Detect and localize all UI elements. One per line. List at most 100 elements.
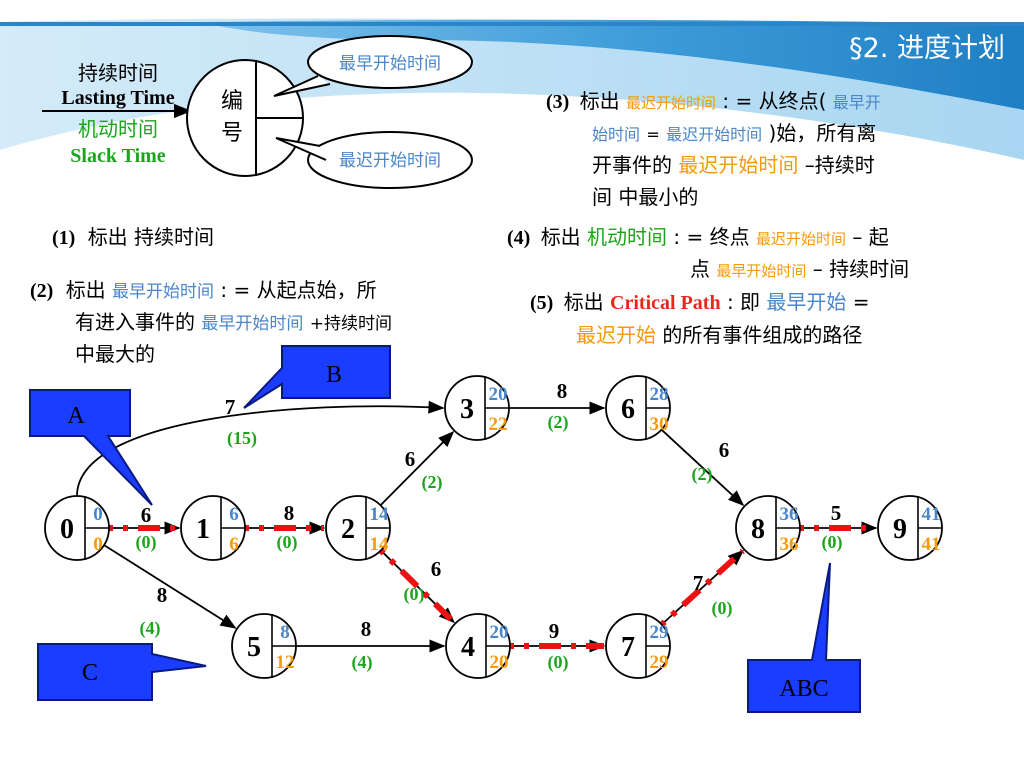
edge-duration-2-3: 6 <box>405 447 416 471</box>
edge-0-5 <box>103 544 237 629</box>
edge-duration-0-1: 6 <box>141 503 152 527</box>
latest-bubble <box>307 131 473 189</box>
edge-slack-1-2: (0) <box>277 532 298 553</box>
edge-duration-7-8: 7 <box>693 571 704 595</box>
node-latest-start: 41 <box>922 534 941 555</box>
node-latest-start: 22 <box>489 414 508 435</box>
edge-slack-0-5: (4) <box>140 618 161 639</box>
callout-c-label: C <box>82 660 98 686</box>
legend-node-label-2: 号 <box>221 121 243 146</box>
edge-duration-3-6: 8 <box>557 379 568 403</box>
legend-slack-cn: 机动时间 <box>78 117 158 141</box>
node-2: 2 14 14 <box>325 495 391 561</box>
svg-text:点 最早开始时间 – 持续时间: 点 最早开始时间 – 持续时间 <box>690 257 909 281</box>
latest-bubble-text: 最迟开始时间 <box>339 151 441 171</box>
earliest-bubble-text: 最早开始时间 <box>339 54 441 74</box>
node-earliest-start: 20 <box>489 384 508 405</box>
edge-duration-0-5: 8 <box>157 583 168 607</box>
node-id: 7 <box>621 632 635 663</box>
edge-slack-0-3: (15) <box>227 428 257 449</box>
node-id: 0 <box>60 514 74 545</box>
edge-0-3 <box>76 400 445 497</box>
svg-text:(2) 标出 最早开始时间: (2) 标出 最早开始时间 : = 从起点始，所 <box>30 278 377 302</box>
node-id: 2 <box>341 514 355 545</box>
node-earliest-start: 20 <box>490 622 509 643</box>
edge-duration-5-4: 8 <box>361 617 372 641</box>
node-latest-start: 6 <box>229 534 239 555</box>
node-earliest-start: 36 <box>780 504 799 525</box>
step-5-text: (5) 标出 Critical Path : 即 最早开始 = 最迟开始 的所有… <box>530 290 870 347</box>
step-4-text: (4) 标出 机动时间 : = 终点 最迟开始时间 – 起 点 最早开始时间 –… <box>507 225 909 281</box>
node-earliest-start: 6 <box>229 504 239 525</box>
node-earliest-start: 0 <box>93 504 103 525</box>
node-9: 9 41 41 <box>877 495 943 561</box>
node-latest-start: 29 <box>650 652 669 673</box>
callout-b: B <box>243 345 391 409</box>
edge-duration-4-7: 9 <box>549 619 560 643</box>
step-2-text: (2) 标出 最早开始时间 : = 从起点始，所 有进入事件的 最早开始时间 +… <box>30 278 392 366</box>
edge-slack-5-4: (4) <box>352 652 373 673</box>
legend-diagram: 持续时间 Lasting Time 机动时间 Slack Time 编 号 最早… <box>42 35 473 189</box>
edge-duration-6-8: 6 <box>719 438 730 462</box>
edge-slack-3-6: (2) <box>548 412 569 433</box>
critical-path-7-8 <box>646 548 745 639</box>
node-earliest-start: 29 <box>650 622 669 643</box>
earliest-bubble <box>307 35 473 89</box>
callout-a: A <box>29 389 153 506</box>
svg-text:中最大的: 中最大的 <box>75 342 155 366</box>
edge-slack-2-3: (2) <box>422 472 443 493</box>
node-id: 5 <box>247 632 261 663</box>
edge-slack-0-1: (0) <box>136 532 157 553</box>
node-3: 3 20 22 <box>444 375 510 441</box>
edge-slack-7-8: (0) <box>712 598 733 619</box>
edge-6-8 <box>660 429 745 507</box>
legend-slack-en: Slack Time <box>70 145 166 167</box>
edge-duration-8-9: 5 <box>831 501 842 525</box>
critical-path-2-4 <box>365 535 456 625</box>
edge-duration-1-2: 8 <box>284 501 295 525</box>
callout-a-label: A <box>67 403 85 429</box>
legend-lasting-cn: 持续时间 <box>78 61 158 85</box>
legend-lasting-en: Lasting Time <box>61 87 174 109</box>
node-id: 3 <box>460 394 474 425</box>
callout-c: C <box>37 643 207 701</box>
svg-text:开事件的 最迟开始时间 –持续时: 开事件的 最迟开始时间 –持续时 <box>592 153 875 177</box>
svg-text:最迟开始 的所有事件组成的路径: 最迟开始 的所有事件组成的路径 <box>576 323 862 347</box>
node-id: 1 <box>196 514 210 545</box>
node-id: 8 <box>751 514 765 545</box>
node-latest-start: 30 <box>650 414 669 435</box>
edge-slack-8-9: (0) <box>822 532 843 553</box>
svg-text:(3) 标出 最迟开始时间: (3) 标出 最迟开始时间 : = 从终点( 最早开 <box>546 89 881 113</box>
step-3-text: (3) 标出 最迟开始时间 : = 从终点( 最早开 始时间 = 最迟开始时间 … <box>546 89 881 209</box>
svg-text:(4) 标出 机动时间: (4) 标出 机动时间 : = 终点 最迟开始时间 – 起 <box>507 225 889 249</box>
legend-node-label-1: 编 <box>221 89 243 114</box>
svg-text:(5) 标出 Critical Pa: (5) 标出 Critical Path : 即 最早开始 = <box>530 290 870 314</box>
edge-slack-4-7: (0) <box>548 652 569 673</box>
header-band <box>0 18 1024 160</box>
node-latest-start: 14 <box>370 534 390 555</box>
node-id: 9 <box>893 514 907 545</box>
node-latest-start: 12 <box>276 652 295 673</box>
step-1-text: (1) 标出 持续时间 <box>52 225 214 249</box>
node-latest-start: 36 <box>780 534 799 555</box>
edge-slack-2-4: (0) <box>404 584 425 605</box>
node-id: 6 <box>621 394 635 425</box>
node-earliest-start: 8 <box>280 622 290 643</box>
svg-text:间 中最小的: 间 中最小的 <box>592 185 698 209</box>
node-earliest-start: 41 <box>922 504 941 525</box>
callout-abc: ABC <box>747 562 861 713</box>
svg-text:始时间 = 最迟开始时间: 始时间 = 最迟开始时间 )始，所有离 <box>592 121 876 145</box>
edge-2-3 <box>379 430 455 506</box>
node-earliest-start: 14 <box>370 504 390 525</box>
callout-b-label: B <box>326 362 342 388</box>
node-latest-start: 20 <box>490 652 509 673</box>
edge-duration-0-3: 7 <box>225 395 236 419</box>
svg-text:有进入事件的 最早开始时间 +持续时: 有进入事件的 最早开始时间 +持续时间 <box>75 310 392 334</box>
page-title: §2. 进度计划 <box>849 33 1005 64</box>
